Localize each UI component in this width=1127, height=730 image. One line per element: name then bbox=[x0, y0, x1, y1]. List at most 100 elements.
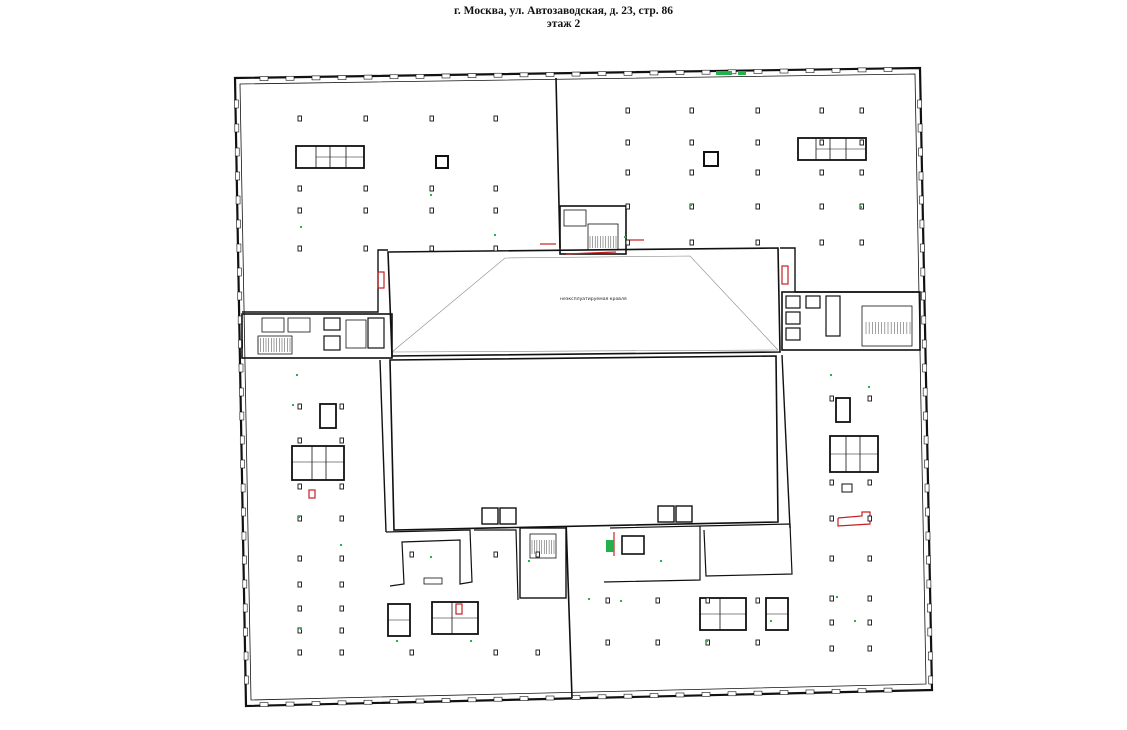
window-notch bbox=[239, 435, 245, 445]
top-left-block-edge bbox=[242, 249, 388, 313]
column bbox=[363, 115, 368, 122]
column bbox=[829, 479, 834, 486]
column bbox=[493, 551, 498, 558]
column bbox=[429, 115, 434, 122]
column bbox=[297, 555, 302, 562]
courtyard-label: неэксплуатируемая кровля bbox=[560, 297, 627, 302]
column bbox=[829, 555, 834, 562]
column bbox=[689, 107, 694, 114]
window-notch bbox=[779, 68, 789, 74]
column bbox=[297, 185, 302, 192]
window-notch bbox=[237, 267, 242, 277]
roof-ridge-mid bbox=[391, 349, 779, 353]
column bbox=[859, 169, 864, 176]
column bbox=[859, 239, 864, 246]
window-notch bbox=[242, 603, 248, 613]
column bbox=[339, 605, 344, 612]
column bbox=[755, 139, 760, 146]
column bbox=[429, 185, 434, 192]
window-notch bbox=[923, 411, 928, 421]
column bbox=[829, 619, 834, 626]
column bbox=[605, 639, 610, 646]
dimension-mark bbox=[660, 560, 662, 562]
window-notch bbox=[234, 147, 240, 157]
window-notch bbox=[675, 692, 685, 698]
column bbox=[867, 645, 872, 652]
window-notch bbox=[236, 243, 242, 253]
column bbox=[535, 551, 540, 558]
window-notch bbox=[926, 579, 932, 589]
window-notch bbox=[311, 701, 321, 706]
window-notch bbox=[883, 687, 893, 693]
window-notch bbox=[235, 195, 241, 205]
bottom-center-stair-steps bbox=[531, 540, 555, 554]
column bbox=[339, 515, 344, 522]
top-center-stair-steps bbox=[589, 236, 617, 248]
column bbox=[493, 649, 498, 656]
dimension-mark bbox=[588, 598, 590, 600]
dimension-mark bbox=[528, 560, 530, 562]
window-notch bbox=[623, 71, 633, 76]
dimension-mark bbox=[868, 386, 870, 388]
dimension-mark bbox=[300, 226, 302, 228]
window-notch bbox=[920, 267, 926, 277]
column bbox=[867, 595, 872, 602]
window-notch bbox=[805, 68, 815, 73]
column bbox=[339, 437, 344, 444]
window-notch bbox=[922, 363, 928, 373]
column bbox=[829, 515, 834, 522]
top-right-block-edge bbox=[780, 247, 920, 293]
window-notch bbox=[389, 74, 399, 80]
column bbox=[535, 649, 540, 656]
window-notch bbox=[857, 67, 867, 73]
window-notch bbox=[917, 123, 923, 133]
column bbox=[297, 115, 302, 122]
column bbox=[625, 239, 630, 246]
window-notch bbox=[389, 699, 399, 704]
column bbox=[867, 515, 872, 522]
dimension-marks bbox=[292, 194, 870, 642]
room-cluster-top-left bbox=[295, 145, 365, 169]
column bbox=[339, 555, 344, 562]
column bbox=[297, 403, 302, 410]
column bbox=[297, 483, 302, 490]
window-notch bbox=[925, 507, 930, 517]
column bbox=[363, 207, 368, 214]
column bbox=[605, 597, 610, 604]
shaft-top-right bbox=[703, 151, 719, 167]
window-notch bbox=[235, 171, 240, 181]
column bbox=[755, 239, 760, 246]
building-outer-wall bbox=[233, 66, 934, 708]
column bbox=[625, 169, 630, 176]
shaft-top-left bbox=[435, 155, 449, 169]
window-notch bbox=[675, 70, 685, 75]
window-notch bbox=[779, 690, 789, 695]
window-notch bbox=[857, 688, 867, 694]
left-wing-inner-wall bbox=[379, 359, 387, 533]
window-notch bbox=[259, 702, 269, 707]
column bbox=[339, 403, 344, 410]
column bbox=[867, 395, 872, 402]
left-stair-steps bbox=[257, 338, 291, 352]
column bbox=[655, 597, 660, 604]
window-notch bbox=[519, 72, 529, 78]
window-notch bbox=[237, 291, 243, 301]
column bbox=[829, 395, 834, 402]
green-markings bbox=[606, 71, 746, 552]
window-notch bbox=[415, 74, 425, 79]
window-notch bbox=[597, 71, 607, 77]
column bbox=[819, 107, 824, 114]
window-notch bbox=[234, 123, 240, 133]
column bbox=[297, 245, 302, 252]
window-notch bbox=[924, 483, 930, 493]
left-stair-block bbox=[241, 313, 393, 359]
window-notch bbox=[597, 694, 607, 700]
column bbox=[339, 483, 344, 490]
window-notch bbox=[243, 651, 249, 661]
column bbox=[689, 239, 694, 246]
window-notch bbox=[919, 195, 924, 205]
column-grid bbox=[297, 107, 872, 656]
partition-wall-bottom bbox=[565, 519, 573, 699]
column bbox=[829, 645, 834, 652]
dimension-mark bbox=[836, 596, 838, 598]
